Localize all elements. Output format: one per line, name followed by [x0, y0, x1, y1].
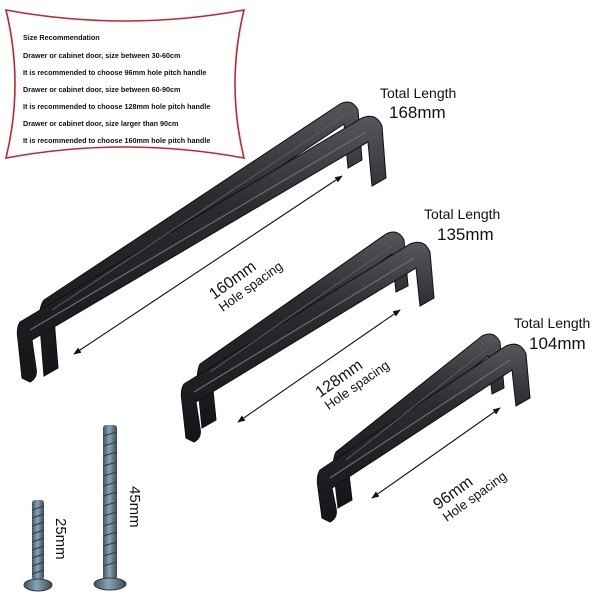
handle-168mm-total-length: Total Length 168mm [380, 85, 456, 122]
total-length-value: 168mm [389, 103, 446, 122]
size-recommendation-title: Size Recommendation [23, 33, 100, 42]
recommendation-line: It is recommended to choose 96mm hole pi… [23, 68, 206, 77]
card-border [4, 8, 246, 160]
size-recommendation-card: Size Recommendation Drawer or cabinet do… [4, 8, 246, 160]
handle-front-bar [16, 115, 387, 383]
recommendation-line: It is recommended to choose 128mm hole p… [23, 102, 210, 111]
total-length-label: Total Length [424, 206, 500, 222]
screw-head [23, 578, 53, 592]
total-length-label: Total Length [380, 85, 456, 101]
screw-45mm [93, 425, 127, 591]
spacing-arrow [73, 175, 343, 355]
total-length-label: Total Length [514, 315, 590, 331]
recommendation-line: Drawer or cabinet door, size between 30-… [23, 51, 180, 60]
screw-25mm [23, 500, 53, 592]
screw-shaft [103, 425, 117, 580]
recommendation-line: Drawer or cabinet door, size larger than… [23, 119, 178, 128]
handle-front-bar [180, 241, 435, 443]
handle-front-bar [316, 343, 531, 523]
screw-length-label: 45mm [126, 486, 143, 528]
handle-104mm-total-length: Total Length 104mm [514, 315, 590, 353]
handle-back-bar [196, 231, 409, 429]
spacing-arrow [237, 309, 401, 423]
recommendation-line: It is recommended to choose 160mm hole p… [23, 136, 210, 145]
recommendation-line: Drawer or cabinet door, size between 60-… [23, 85, 180, 94]
handle-135mm-total-length: Total Length 135mm [424, 206, 500, 244]
total-length-value: 135mm [437, 225, 494, 244]
screw-head [93, 577, 127, 591]
total-length-value: 104mm [529, 334, 586, 353]
spacing-arrow [371, 407, 501, 499]
screw-length-label: 25mm [52, 518, 69, 560]
